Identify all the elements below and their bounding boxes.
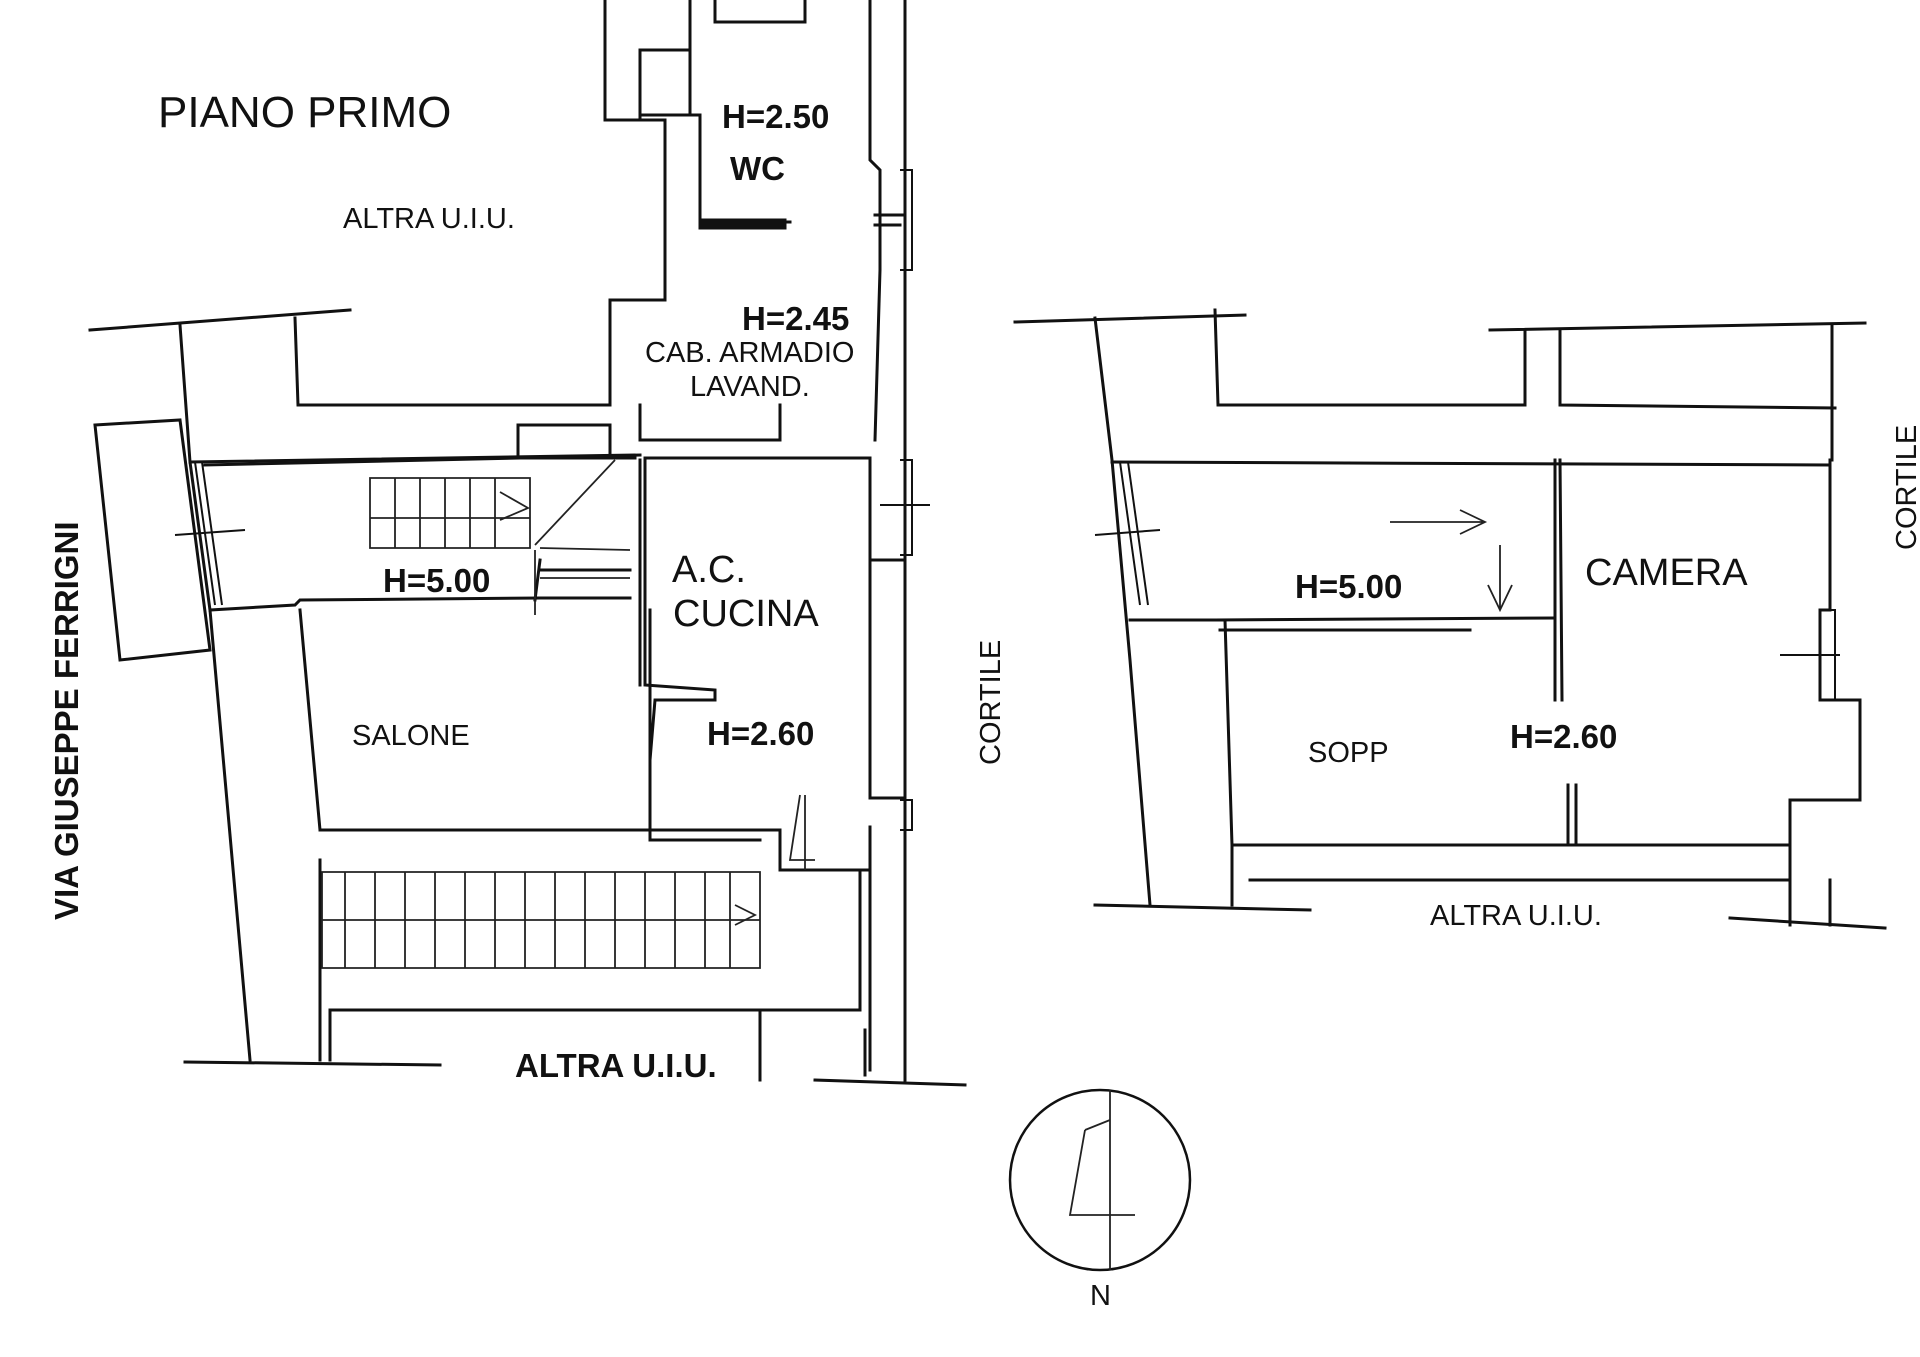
cucina-height: H=2.60 (707, 715, 814, 752)
cabina-height: H=2.45 (742, 300, 849, 337)
cucina-line2: CUCINA (673, 593, 819, 635)
stair-lower-long (321, 794, 815, 969)
street-name: VIA GIUSEPPE FERRIGNI (48, 521, 85, 920)
cabina-line2: LAVAND. (690, 371, 810, 403)
wc-name: WC (730, 150, 785, 187)
label-altra-uiu-top: ALTRA U.I.U. (343, 203, 515, 235)
label-altra-uiu-bottom-right: ALTRA U.I.U. (1430, 900, 1602, 932)
plan-title: PIANO PRIMO (158, 88, 451, 137)
right-plan-walls (1013, 308, 1887, 930)
camera-name: CAMERA (1585, 552, 1748, 594)
north-label: N (1090, 1280, 1111, 1312)
sopp-name: SOPP (1308, 737, 1389, 769)
cabina-line1: CAB. ARMADIO (645, 337, 855, 369)
label-altra-uiu-bottom-left: ALTRA U.I.U. (515, 1047, 717, 1084)
hall-left-height: H=5.00 (383, 562, 490, 599)
void-right-height: H=5.00 (1295, 568, 1402, 605)
left-plan-walls (88, 0, 967, 1087)
north-compass (1008, 1088, 1192, 1272)
stair-upper-left (369, 459, 631, 615)
label-cortile-center: CORTILE (975, 640, 1007, 765)
cucina-line1: A.C. (672, 549, 746, 591)
label-cortile-right: CORTILE (1891, 425, 1920, 550)
wc-height: H=2.50 (722, 98, 829, 135)
salone-name: SALONE (352, 720, 470, 752)
sopp-height: H=2.60 (1510, 718, 1617, 755)
